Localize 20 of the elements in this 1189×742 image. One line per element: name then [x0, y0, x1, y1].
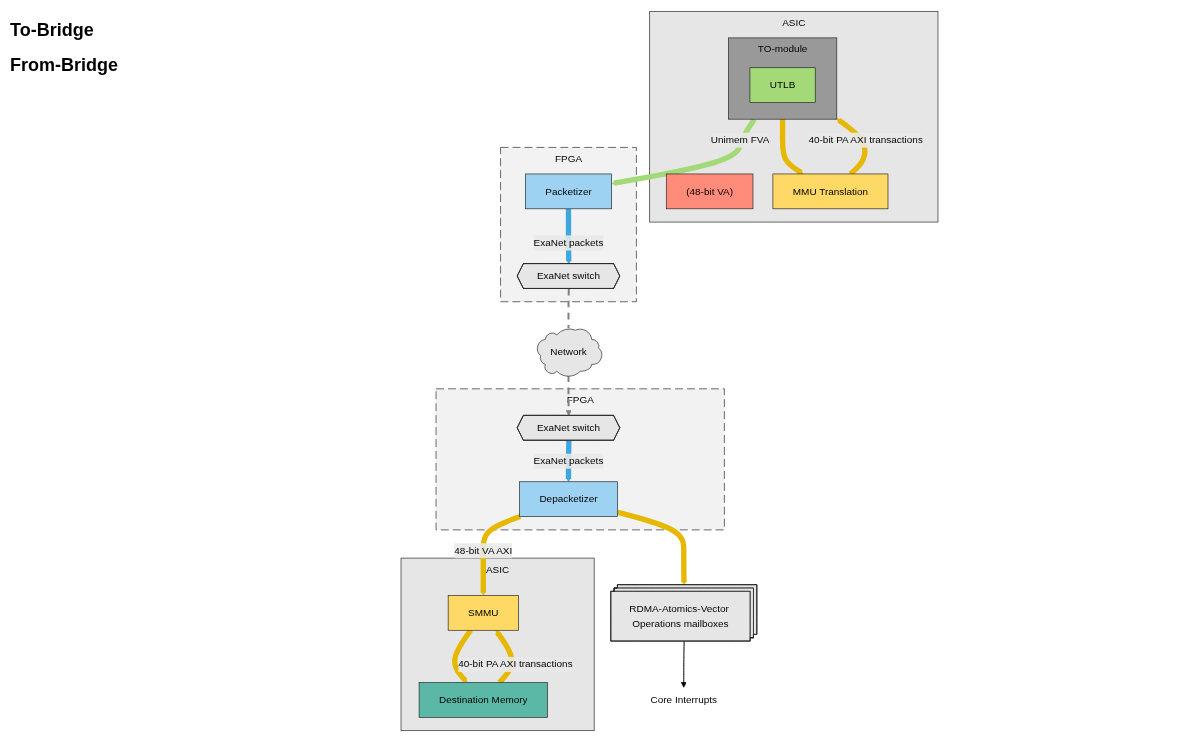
node-box: Depacketizer	[519, 481, 618, 517]
node-box: UTLB	[749, 67, 816, 103]
arrow	[480, 514, 522, 596]
node-box: Packetizer	[525, 173, 612, 210]
edge-label: ExaNet packets	[533, 454, 604, 467]
edge-label: 48-bit VA AXI	[454, 544, 513, 556]
node-box: MMU Translation	[772, 173, 889, 210]
node-text: Core Interrupts	[650, 693, 717, 706]
side-label: From-Bridge	[10, 55, 119, 76]
edge-label: 40-bit PA AXI transactions	[808, 133, 923, 146]
connector	[567, 287, 570, 330]
node-box: Destination Memory	[418, 682, 548, 718]
node-box: (48-bit VA)	[665, 173, 754, 210]
node-box: SMMU	[447, 595, 519, 631]
edge-label: ExaNet packets	[533, 236, 604, 248]
arrow	[779, 119, 804, 175]
edge-label: Unimem FVA	[710, 133, 770, 146]
edge-label: 40-bit PA AXI transactions	[458, 658, 573, 670]
side-label: To-Bridge	[10, 20, 95, 41]
arrow	[616, 509, 687, 586]
